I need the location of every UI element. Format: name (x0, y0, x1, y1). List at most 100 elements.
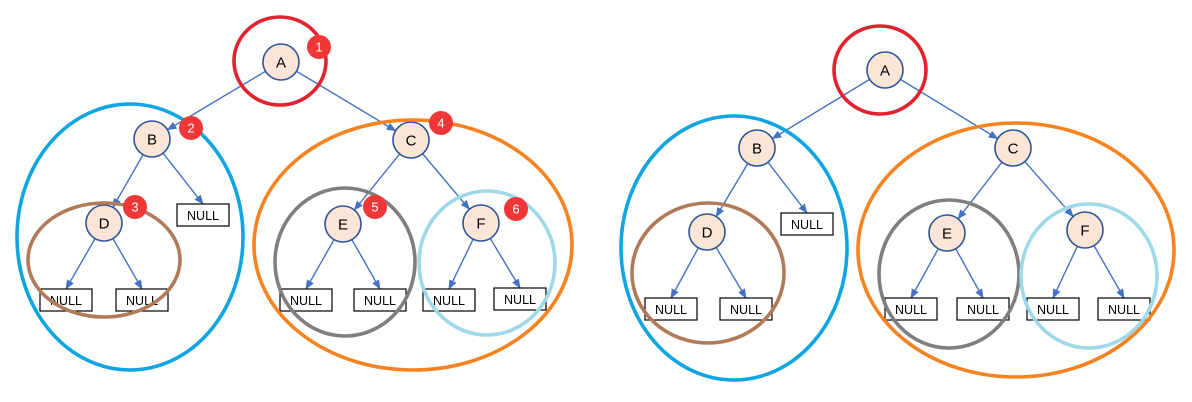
right-edge-D-null (715, 247, 747, 299)
left-node-d: D (85, 204, 123, 242)
null-label: NULL (655, 303, 687, 317)
badge-circle (179, 116, 203, 140)
node-label: C (1008, 141, 1019, 158)
null-label: NULL (1037, 303, 1069, 317)
node-label: A (880, 63, 890, 80)
node-circle (1066, 211, 1104, 249)
left-subtree-ring-f (417, 189, 557, 337)
left-null-box: NULL (176, 203, 230, 227)
right-edge-F-null (1052, 245, 1078, 299)
left-node-e: E (324, 205, 362, 243)
left-order-badge-2: 2 (179, 116, 203, 140)
left-edge-C-E (353, 153, 401, 211)
left-edge-D-null (65, 238, 96, 290)
null-box-frame (279, 288, 333, 312)
nodes-layer: A B D C E F A B D C E F (85, 43, 1104, 252)
node-circle (738, 129, 776, 167)
null-boxes-layer: NULL NULL NULL NULL NULL NULL NULL NULL NULL NULL… (39, 203, 1151, 321)
right-node-f: F (1066, 211, 1104, 249)
null-box-frame (780, 212, 834, 236)
right-subtree-ring-b (619, 114, 849, 382)
left-edge-A-C (296, 70, 397, 132)
badge-circle (307, 35, 331, 59)
node-label: B (752, 141, 762, 158)
left-edge-F-null (489, 238, 521, 289)
node-circle (866, 51, 904, 89)
left-null-box: NULL (279, 288, 333, 312)
right-node-a: A (866, 51, 904, 89)
node-label: F (476, 216, 485, 233)
left-subtree-ring-e (273, 186, 417, 338)
node-circle (688, 213, 726, 251)
badge-circle (504, 197, 528, 221)
node-label: F (1080, 223, 1089, 240)
left-subtree-ring-a (232, 15, 328, 107)
left-order-badge-4: 4 (429, 111, 453, 135)
right-subtree-ring-c (856, 121, 1176, 379)
null-label: NULL (791, 218, 823, 232)
left-null-box: NULL (422, 288, 476, 312)
left-edge-F-null (448, 238, 474, 290)
node-circle (85, 204, 123, 242)
right-subtree-ring-e (877, 198, 1021, 350)
right-edge-A-B (771, 78, 870, 140)
right-null-box: NULL (884, 297, 938, 321)
right-null-box: NULL (1026, 297, 1080, 321)
node-label: E (338, 217, 348, 234)
node-circle (324, 205, 362, 243)
badge-number: 3 (131, 200, 138, 215)
subtree-rings-layer (15, 15, 1176, 382)
badge-circle (123, 195, 147, 219)
edges-layer (65, 70, 1125, 299)
right-node-b: B (738, 129, 776, 167)
left-node-f: F (462, 204, 500, 242)
badge-circle (363, 195, 387, 219)
right-edge-A-C (900, 78, 999, 140)
left-edge-E-null (305, 239, 335, 290)
right-edge-F-null (1093, 245, 1125, 299)
right-subtree-ring-d (630, 201, 786, 345)
node-label: C (406, 133, 417, 150)
right-edge-C-E (957, 161, 1003, 220)
null-label: NULL (504, 293, 536, 307)
right-subtree-ring-a (832, 24, 928, 116)
null-label: NULL (1108, 303, 1140, 317)
right-null-box: NULL (780, 212, 834, 236)
right-edge-E-null (910, 248, 939, 299)
badge-number: 1 (315, 40, 322, 55)
left-subtree-ring-d (26, 201, 182, 319)
left-edge-D-null (112, 238, 143, 290)
node-label: D (99, 216, 110, 233)
right-edge-D-null (670, 247, 699, 299)
node-circle (262, 43, 300, 81)
node-label: A (276, 55, 286, 72)
left-node-a: A (262, 43, 300, 81)
right-edge-B-D (715, 163, 749, 218)
left-order-badge-1: 1 (307, 35, 331, 59)
node-circle (928, 214, 966, 252)
right-null-box: NULL (956, 297, 1010, 321)
left-node-b: B (133, 120, 171, 158)
node-circle (133, 120, 171, 158)
node-label: D (702, 225, 713, 242)
null-label: NULL (730, 303, 762, 317)
badge-circle (429, 111, 453, 135)
left-edge-B-null (162, 152, 204, 205)
badge-number: 4 (437, 116, 444, 131)
left-order-badge-3: 3 (123, 195, 147, 219)
right-edge-E-null (955, 248, 984, 299)
node-label: E (942, 226, 952, 243)
left-order-badge-5: 5 (363, 195, 387, 219)
left-subtree-ring-c (252, 118, 574, 372)
left-order-badge-6: 6 (504, 197, 528, 221)
badge-number: 6 (512, 202, 519, 217)
left-null-box: NULL (493, 287, 547, 311)
right-subtree-ring-f (1019, 202, 1159, 350)
badge-number: 5 (371, 200, 378, 215)
right-edge-B-null (767, 161, 808, 214)
null-label: NULL (967, 303, 999, 317)
right-node-c: C (994, 129, 1032, 167)
order-badges-layer: 1 2 3 4 5 6 (123, 35, 528, 221)
left-subtree-ring-b (15, 102, 245, 372)
